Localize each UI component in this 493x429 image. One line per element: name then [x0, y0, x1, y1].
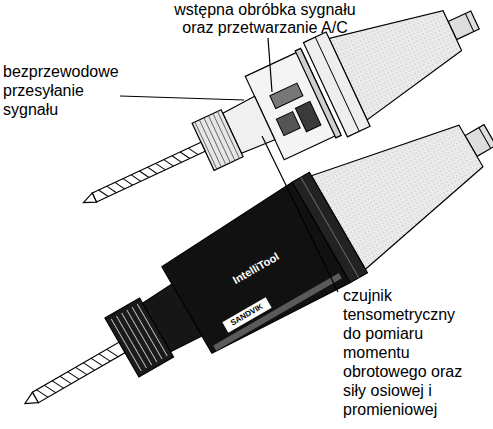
- knob-groove: [465, 13, 473, 31]
- collet-nut: [105, 298, 174, 377]
- drill-flute: [123, 176, 133, 188]
- callout-label: czujnik tensometryczny do pomiaru moment…: [343, 286, 475, 419]
- drill-flute: [83, 360, 94, 373]
- drill-flute: [148, 165, 158, 177]
- drill-flute: [68, 369, 79, 382]
- collet-knurl: [217, 111, 239, 158]
- drill-flute: [60, 373, 71, 386]
- callout-label-box: czujnik tensometryczny do pomiaru moment…: [343, 286, 475, 419]
- drill-body: [92, 142, 205, 202]
- leader-lines: [120, 38, 338, 292]
- collet-knurl: [204, 118, 226, 165]
- callout-label: wstępna obróbka sygnału oraz przetwarzan…: [165, 1, 365, 37]
- drill-flute: [99, 351, 110, 364]
- collet-knurl: [213, 114, 235, 161]
- knob-groove: [479, 128, 491, 149]
- drill-flute: [76, 364, 87, 377]
- drill-body: [32, 342, 125, 402]
- drill-flute: [107, 184, 117, 196]
- drill-tip: [22, 392, 38, 408]
- drill-flute: [115, 180, 125, 192]
- drill-flute: [91, 355, 102, 368]
- collet-groove: [116, 316, 146, 368]
- collet-nut: [192, 110, 243, 171]
- drill-flute: [44, 382, 55, 395]
- electronics-chip: [276, 112, 300, 136]
- collet-knurl: [199, 120, 221, 167]
- assembled-tool-holder: [0, 85, 493, 429]
- strain-gauge: [270, 83, 303, 108]
- leader-line: [262, 136, 338, 292]
- leader-line: [120, 96, 244, 100]
- collet-groove: [122, 313, 152, 365]
- drill-flute: [99, 187, 109, 199]
- drill-flute: [164, 157, 174, 169]
- drill-tip: [81, 193, 96, 207]
- drill-flute: [156, 161, 166, 173]
- drill-flute: [131, 172, 141, 184]
- callout-label-box: bezprzewodowe przesyłanie sygnału: [3, 62, 125, 119]
- drill-flute: [188, 146, 198, 158]
- drill-flute: [172, 153, 182, 165]
- drill-flute: [180, 149, 190, 161]
- collet-knurl: [208, 116, 230, 163]
- drill-flute: [107, 346, 118, 359]
- drill-flute: [37, 387, 48, 400]
- drill-flute: [139, 168, 149, 180]
- leader-line: [268, 38, 272, 92]
- callout-label-box: wstępna obróbka sygnału oraz przetwarzan…: [165, 1, 365, 37]
- drill-flute: [52, 378, 63, 391]
- callout-label: bezprzewodowe przesyłanie sygnału: [3, 62, 125, 119]
